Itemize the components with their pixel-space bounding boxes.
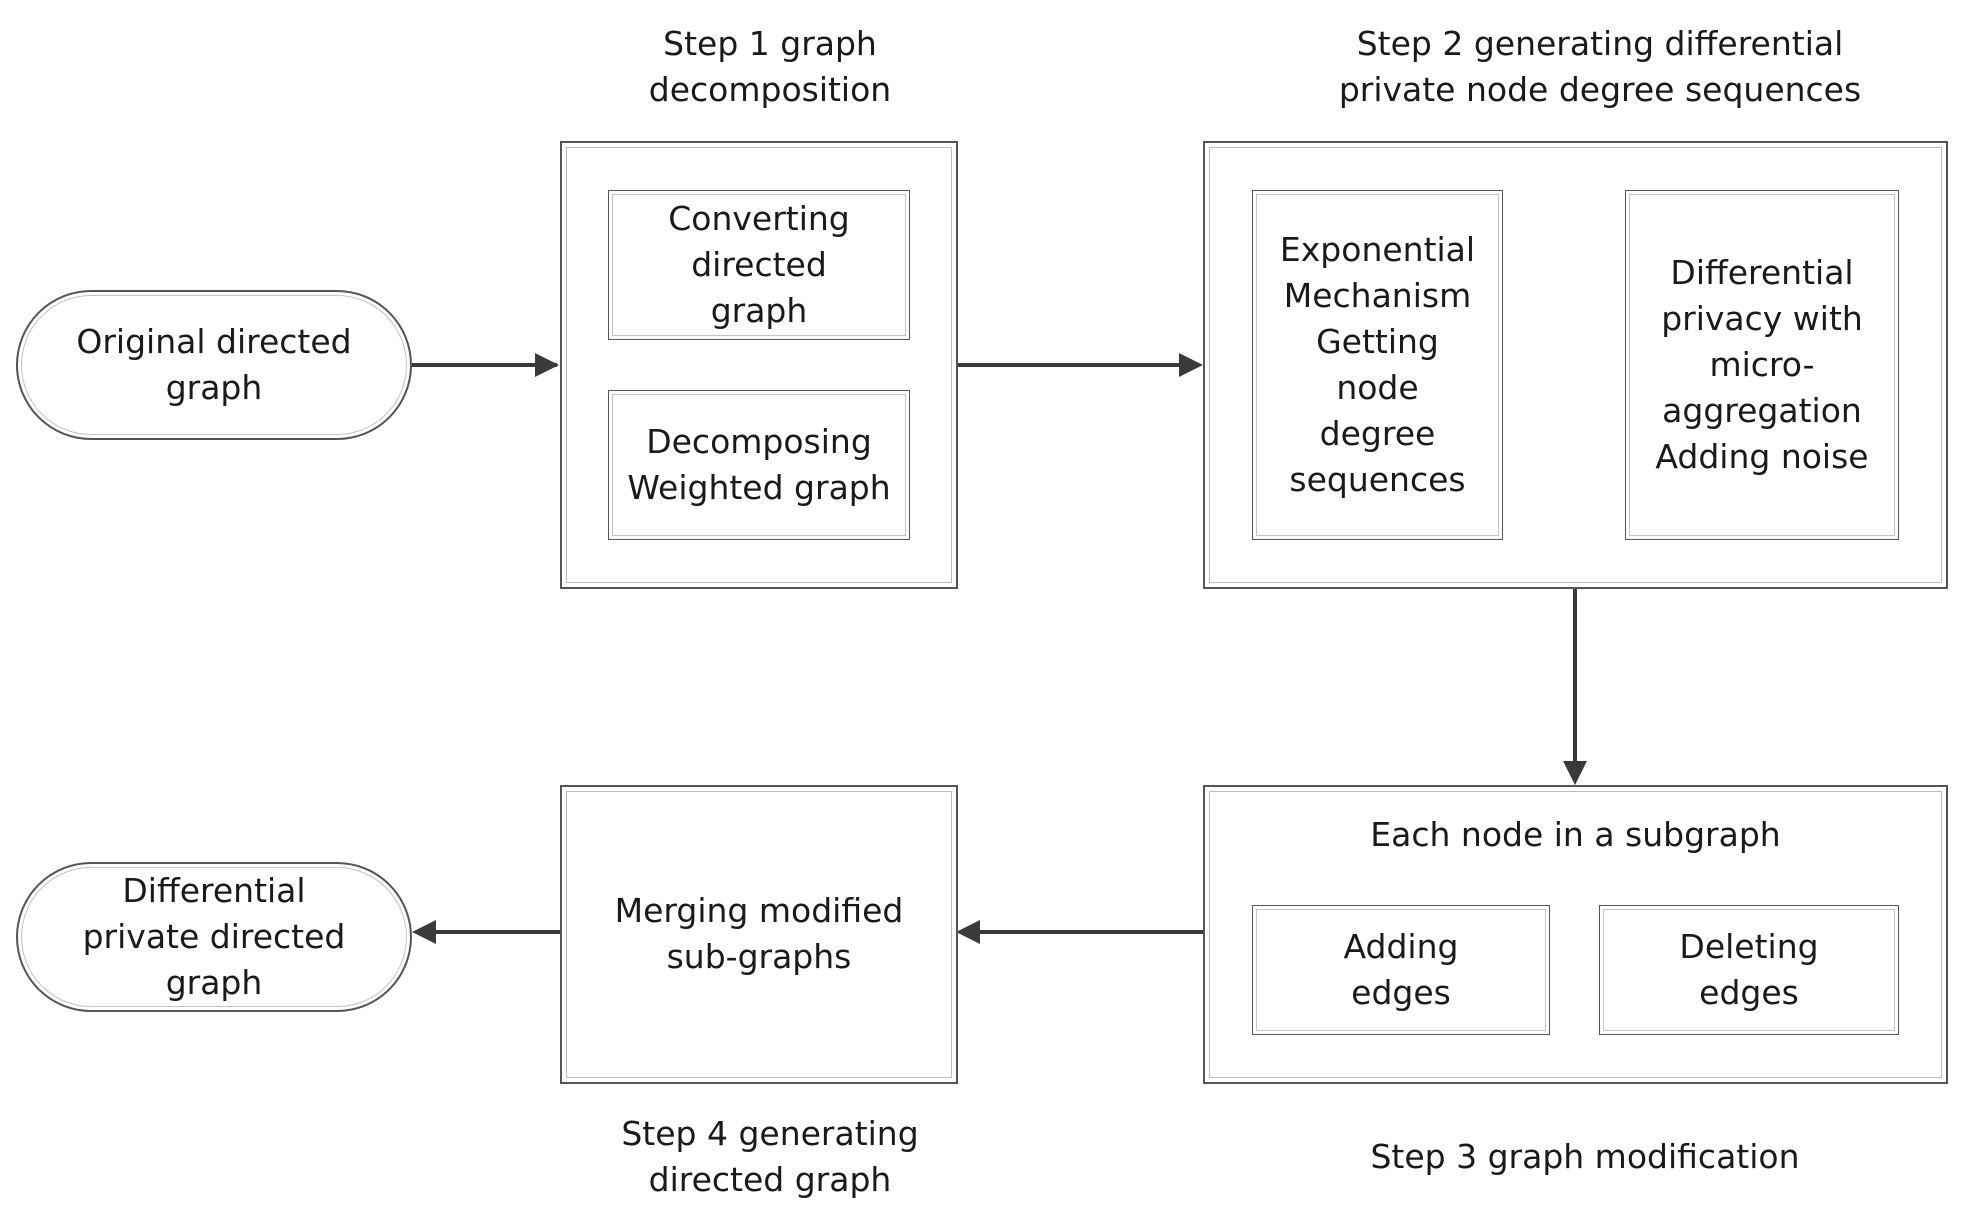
step2-label: Step 2 generating differential private n…	[1338, 24, 1862, 109]
step3-label: Step 3 graph modification	[1370, 1137, 1800, 1176]
decomposing-box: Decomposing Weighted graph	[608, 390, 910, 540]
dp-microaggregation-box: Differential privacy with micro- aggrega…	[1625, 190, 1899, 540]
each-node-label: Each node in a subgraph	[1370, 815, 1781, 854]
adding-edges-box: Adding edges	[1252, 905, 1550, 1035]
start-terminal: Original directed graph	[16, 290, 412, 440]
arrowhead-step4-to-end	[412, 920, 436, 944]
arrowhead-start-to-step1	[535, 353, 559, 377]
merging-label: Merging modified sub-graphs	[614, 891, 904, 976]
arrowhead-step2-to-step3	[1563, 761, 1587, 785]
arrowhead-step1-to-step2	[1179, 353, 1203, 377]
end-terminal: Differential private directed graph	[16, 862, 412, 1012]
step1-label: Step 1 graph decomposition	[648, 24, 892, 109]
step4-label: Step 4 generating directed graph	[621, 1114, 919, 1199]
exponential-mechanism-box: Exponential Mechanism Getting node degre…	[1252, 190, 1503, 540]
deleting-edges-box: Deleting edges	[1599, 905, 1899, 1035]
converting-box: Converting directed graph	[608, 190, 910, 340]
step4-container	[560, 785, 958, 1084]
arrowhead-step3-to-step4	[956, 920, 980, 944]
